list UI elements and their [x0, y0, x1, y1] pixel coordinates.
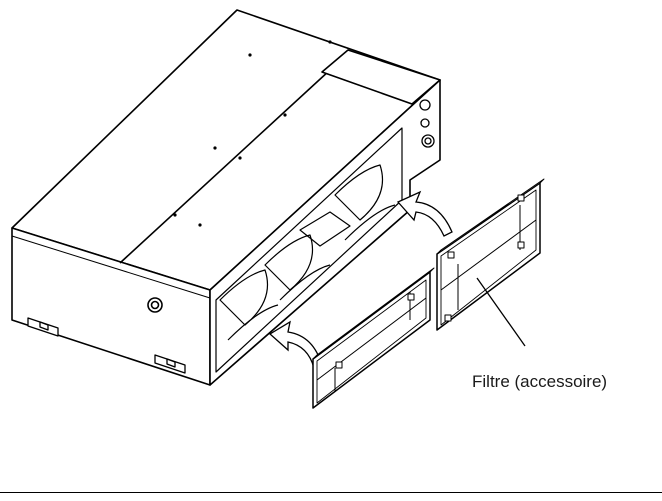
- filter-lower: [312, 267, 435, 409]
- filter-upper: [436, 178, 545, 331]
- top-screws: [173, 40, 332, 227]
- fan-scrolls: [219, 164, 396, 341]
- filter-callout-label: Filtre (accessoire): [472, 372, 608, 391]
- callout-leader-line: [476, 277, 526, 347]
- bottom-rule: [0, 492, 662, 493]
- lower-curved-arrow: [268, 320, 323, 369]
- hanging-brackets: [27, 317, 186, 374]
- insertion-arrows: [268, 190, 453, 369]
- air-filters: [312, 178, 545, 409]
- pipe-connections: [419, 99, 435, 148]
- upper-curved-arrow: [396, 190, 453, 237]
